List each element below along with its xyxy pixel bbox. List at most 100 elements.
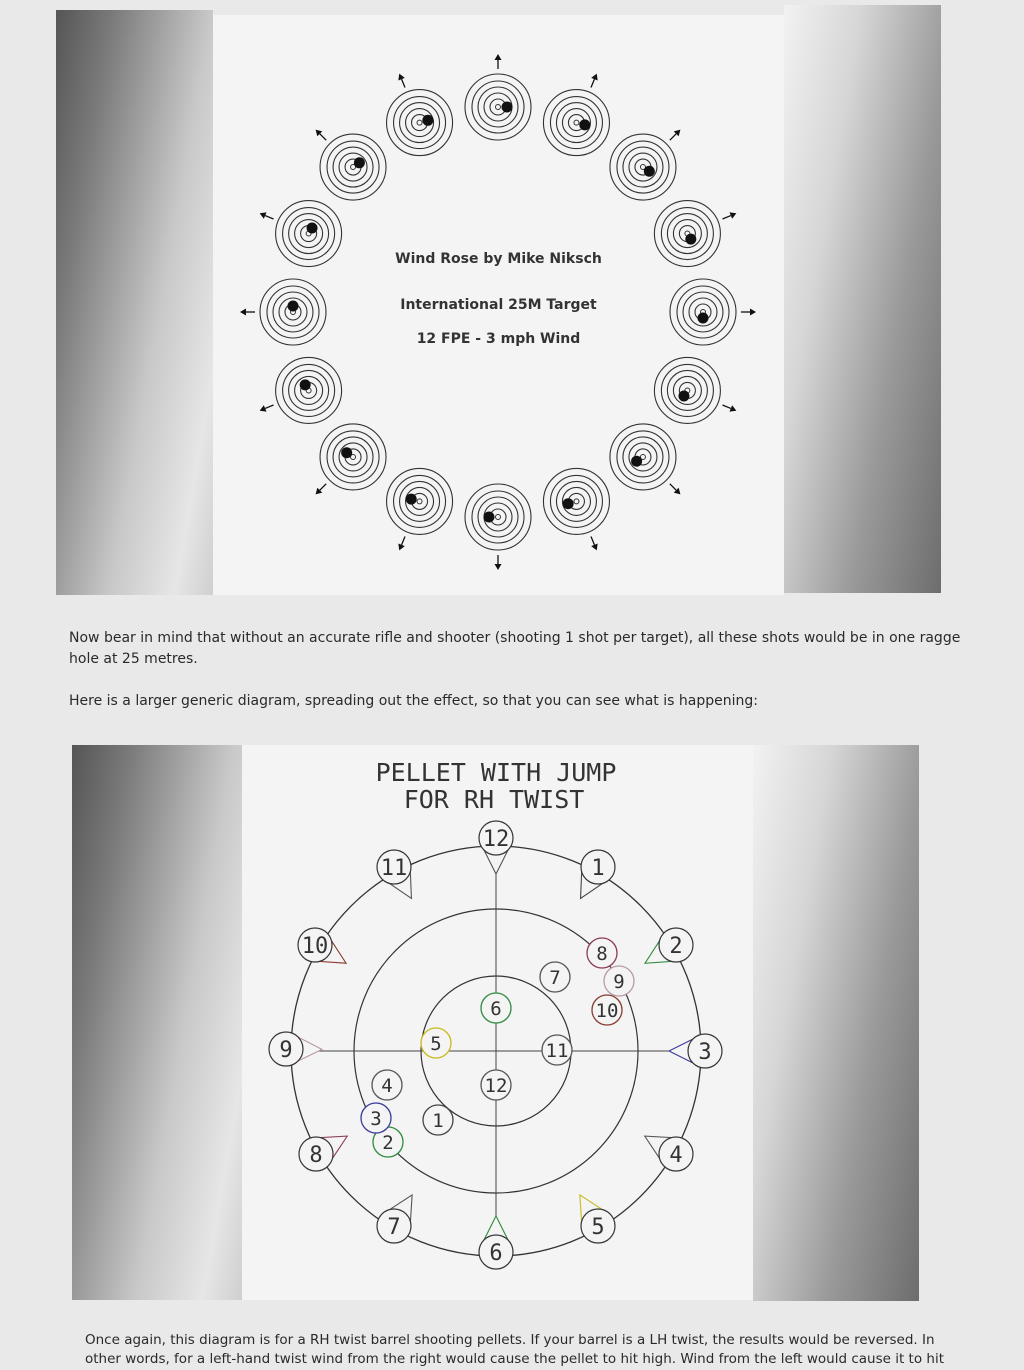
clock-label-text: 8 — [309, 1143, 322, 1168]
rose-target — [385, 467, 454, 551]
rose-target — [259, 199, 343, 268]
rose-target — [315, 129, 387, 201]
clock-label-3: 3 — [667, 1033, 723, 1069]
rose-target — [240, 278, 327, 346]
wind-arrow — [722, 214, 732, 220]
wind-arrow — [319, 133, 327, 141]
paragraph-1-line-2: hole at 25 metres. — [69, 651, 198, 667]
clock-label-text: 1 — [591, 856, 604, 881]
rose-target — [542, 467, 611, 551]
clock-label-10: 10 — [297, 927, 348, 964]
shot-mark — [287, 300, 299, 312]
impact-9: 9 — [603, 965, 635, 997]
impact-label-text: 4 — [381, 1075, 392, 1097]
impact-label-text: 12 — [485, 1075, 508, 1097]
impact-8: 8 — [586, 937, 618, 969]
clock-label-text: 12 — [483, 827, 510, 852]
wind-rose-figure: Wind Rose by Mike Niksch International 2… — [213, 15, 784, 595]
rose-target — [653, 356, 737, 425]
wind-arrow — [400, 536, 406, 546]
clock-label-1: 1 — [579, 849, 616, 900]
impact-3: 3 — [360, 1102, 392, 1134]
shot-mark — [579, 119, 591, 131]
jump-diagram-title-line-1: PELLET WITH JUMP — [376, 758, 617, 787]
clock-label-9: 9 — [268, 1031, 324, 1067]
shot-mark — [422, 114, 434, 126]
shot-mark — [562, 498, 574, 510]
paragraph-1-line-1: Now bear in mind that without an accurat… — [69, 630, 961, 646]
impact-label-text: 8 — [596, 943, 607, 965]
wind-arrow — [400, 78, 406, 88]
shot-mark — [341, 447, 353, 459]
clock-label-text: 9 — [279, 1038, 292, 1063]
left-gradient-panel-bottom — [72, 745, 242, 1300]
impact-10: 10 — [591, 994, 623, 1026]
clock-label-6: 6 — [478, 1214, 514, 1270]
impact-label-text: 7 — [549, 967, 560, 989]
clock-label-12: 12 — [478, 820, 514, 876]
impact-label-text: 10 — [596, 1000, 619, 1022]
clock-label-7: 7 — [376, 1193, 413, 1244]
clock-label-11: 11 — [376, 849, 413, 900]
wind-arrow — [264, 214, 274, 220]
clock-label-text: 3 — [698, 1040, 711, 1065]
wind-arrow — [590, 78, 596, 88]
impact-label-text: 9 — [613, 971, 624, 993]
impact-label-text: 2 — [382, 1132, 393, 1154]
paragraph-2: Here is a larger generic diagram, spread… — [69, 693, 758, 709]
clock-label-4: 4 — [643, 1135, 694, 1172]
impact-label-text: 5 — [430, 1033, 441, 1055]
wind-arrow — [722, 404, 732, 410]
wind-arrow — [590, 536, 596, 546]
shot-mark — [678, 390, 690, 402]
clock-label-text: 4 — [669, 1143, 682, 1168]
clock-label-2: 2 — [643, 927, 694, 964]
shot-mark — [353, 157, 365, 169]
rose-target — [653, 199, 737, 268]
clock-label-text: 10 — [302, 934, 329, 959]
rose-target — [542, 73, 611, 157]
wind-arrow — [319, 483, 327, 491]
rose-target — [259, 356, 343, 425]
rose-target — [385, 73, 454, 157]
shot-mark — [501, 101, 513, 113]
shot-mark — [631, 455, 643, 467]
left-gradient-panel-top — [56, 10, 213, 595]
clock-label-text: 7 — [387, 1215, 400, 1240]
impact-4: 4 — [371, 1069, 403, 1101]
right-gradient-panel-top — [784, 5, 941, 593]
rose-target — [609, 423, 681, 495]
impact-label-text: 1 — [432, 1110, 443, 1132]
wind-rose-targets — [240, 54, 756, 570]
paragraph-3-line-1: Once again, this diagram is for a RH twi… — [85, 1332, 935, 1348]
rose-target — [669, 278, 756, 346]
wind-rose-title: Wind Rose by Mike Niksch — [395, 251, 602, 267]
clock-label-text: 6 — [489, 1241, 502, 1266]
shot-mark — [483, 511, 495, 523]
impact-6: 6 — [480, 992, 512, 1024]
impact-12: 12 — [480, 1069, 512, 1101]
impact-5: 5 — [420, 1027, 452, 1059]
shot-mark — [697, 312, 709, 324]
shot-mark — [306, 222, 318, 234]
wind-arrow — [669, 133, 677, 141]
shot-mark — [299, 379, 311, 391]
clock-label-text: 11 — [381, 856, 408, 881]
impact-label-text: 6 — [490, 998, 501, 1020]
jump-diagram-title-line-2: FOR RH TWIST — [404, 785, 585, 814]
clock-label-5: 5 — [579, 1193, 616, 1244]
shot-mark — [405, 493, 417, 505]
clock-label-text: 2 — [669, 934, 682, 959]
jump-diagram: PELLET WITH JUMP FOR RH TWIST 1212345678… — [268, 758, 723, 1270]
wind-arrow — [264, 404, 274, 410]
impact-11: 11 — [541, 1034, 573, 1066]
rose-target — [315, 423, 387, 495]
clock-label-8: 8 — [298, 1135, 349, 1172]
shot-mark — [643, 165, 655, 177]
impact-label-text: 11 — [546, 1040, 569, 1062]
wind-rose-subtitle: International 25M Target — [400, 297, 597, 313]
wind-rose-conditions: 12 FPE - 3 mph Wind — [416, 331, 581, 347]
clock-label-text: 5 — [591, 1215, 604, 1240]
rose-target — [464, 54, 532, 141]
